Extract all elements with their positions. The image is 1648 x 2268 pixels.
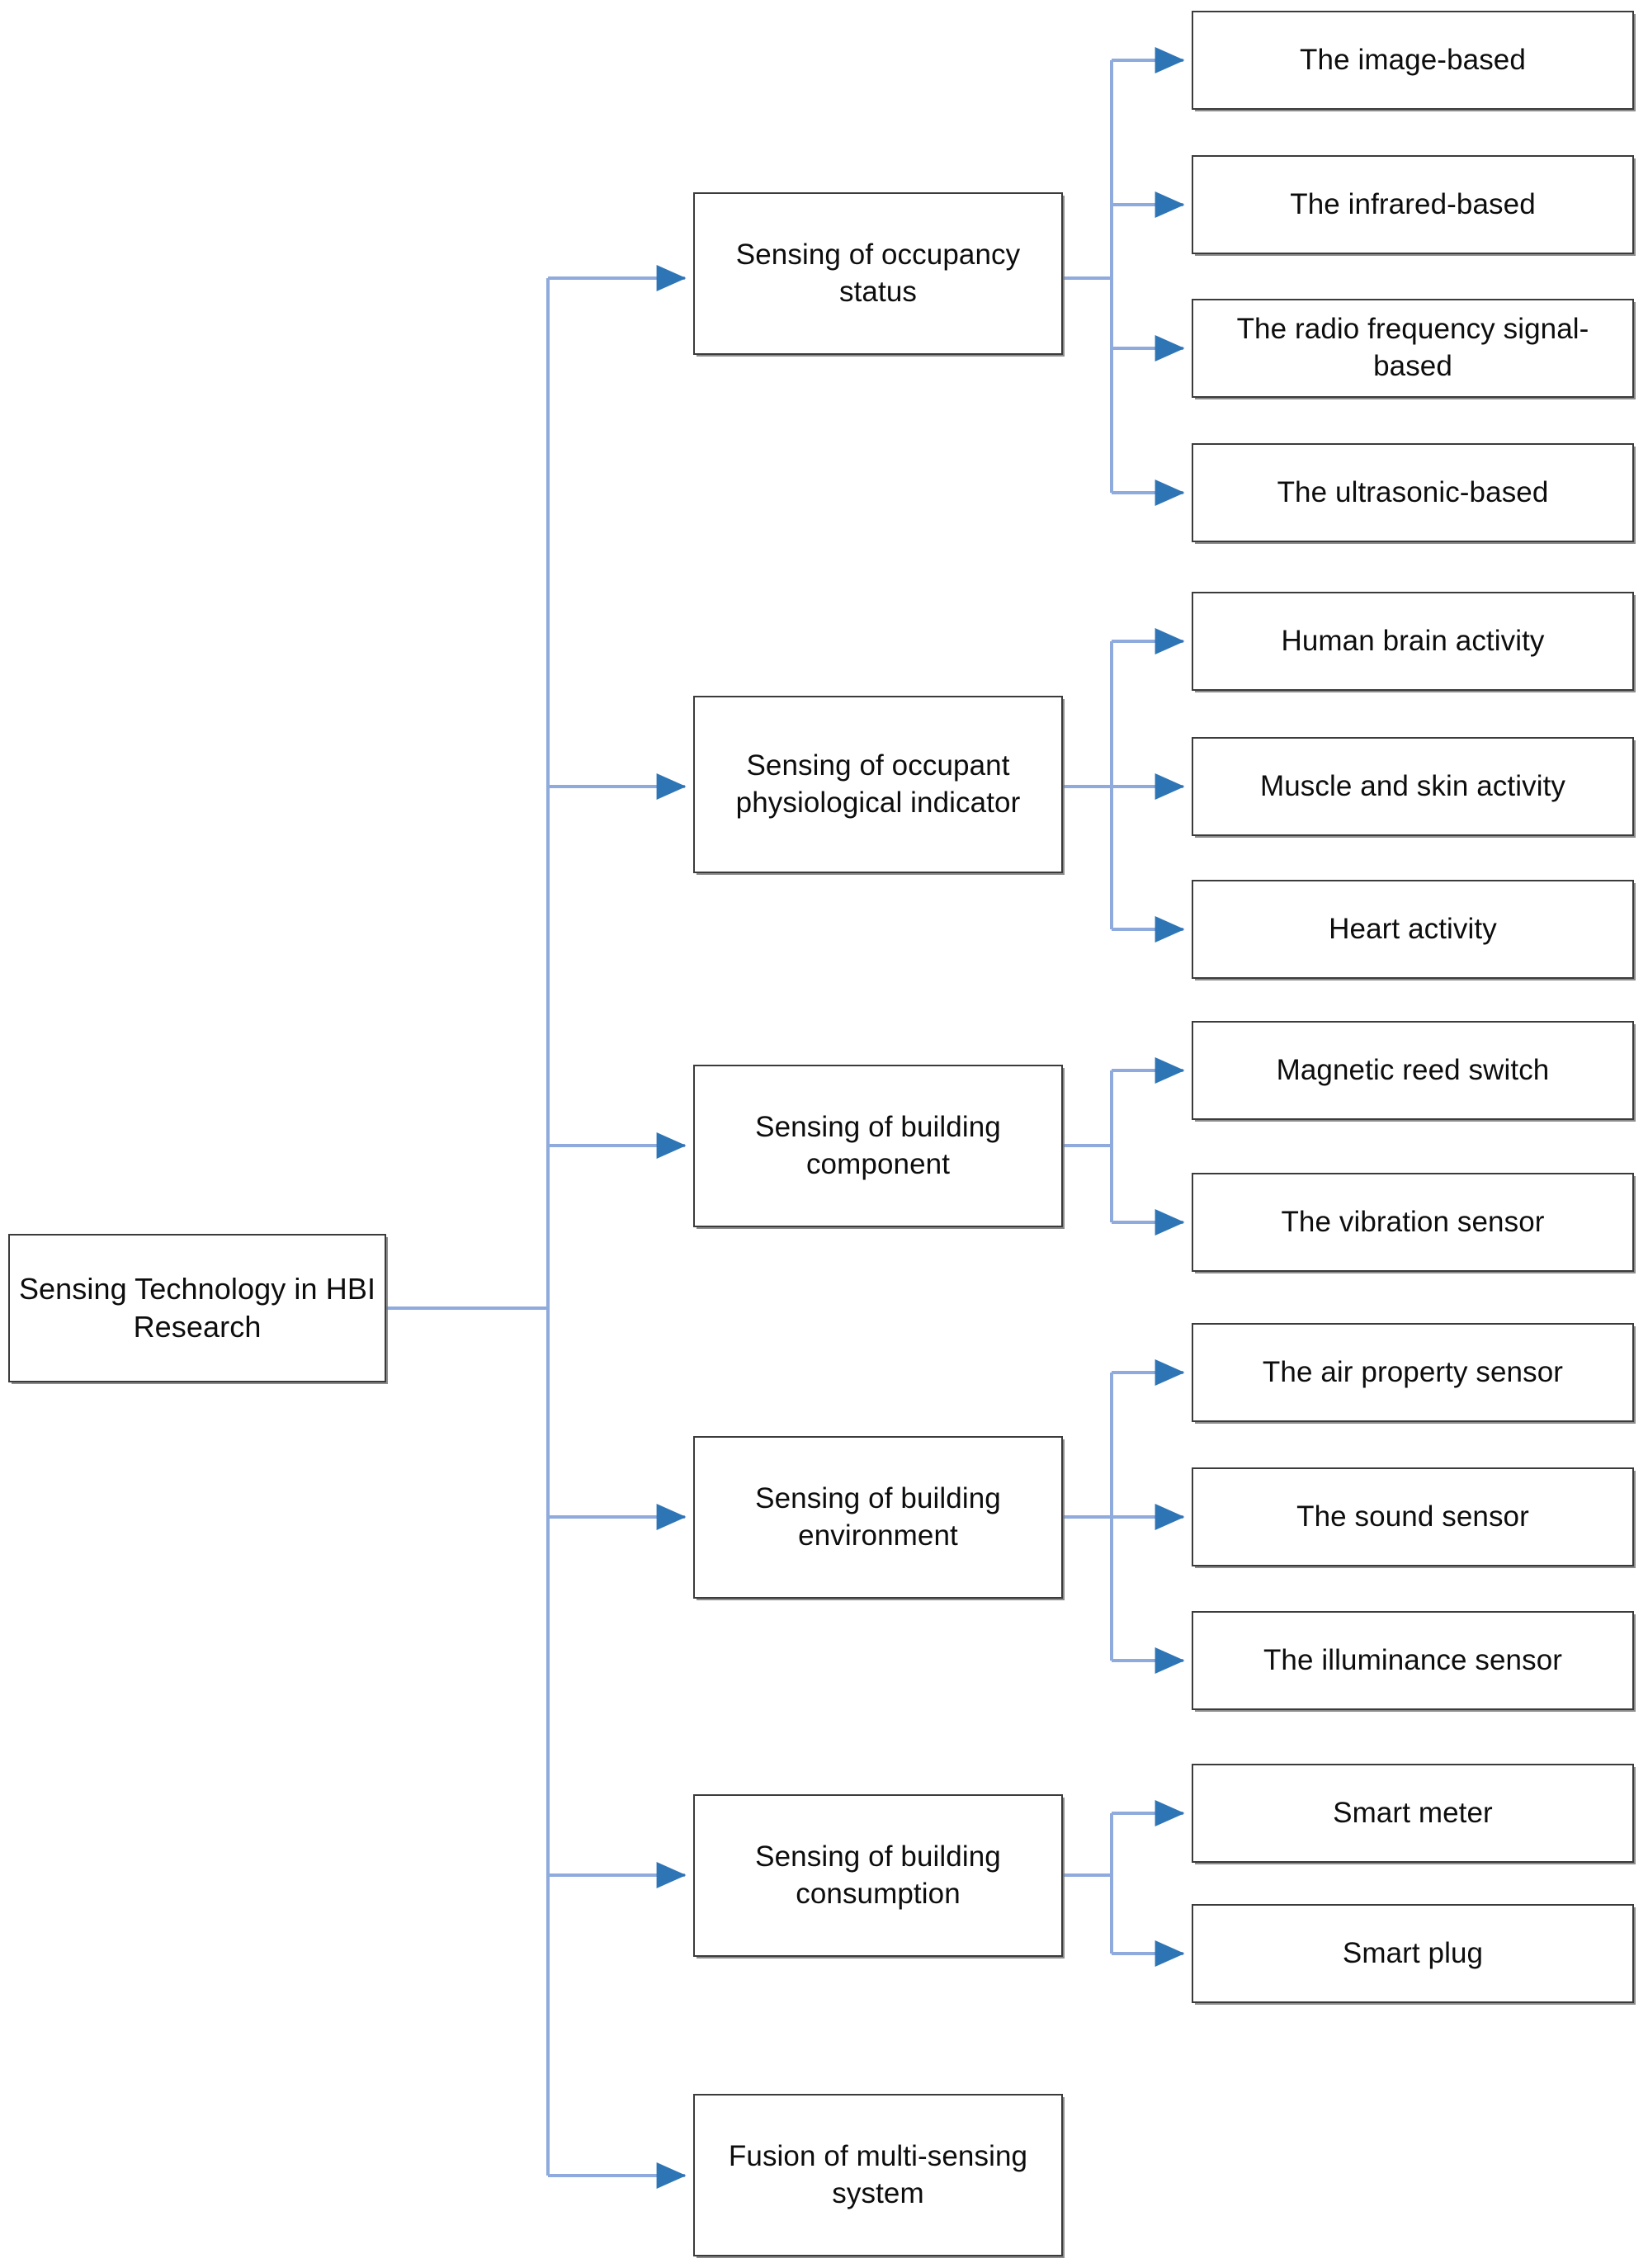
node-label: The sound sensor — [1296, 1500, 1529, 1533]
node-the-image-based[interactable]: The image-based — [1192, 11, 1634, 110]
node-label: Sensing of occupancy status — [735, 238, 1021, 308]
node-label: The air property sensor — [1262, 1355, 1564, 1388]
node-label: Magnetic reed switch — [1276, 1053, 1550, 1086]
node-label: The radio frequency signal-based — [1236, 313, 1589, 382]
node-label: Fusion of multi-sensing system — [728, 2139, 1028, 2209]
node-label: Human brain activity — [1281, 624, 1545, 657]
node-the-radio-frequency-signal-based[interactable]: The radio frequency signal-based — [1192, 299, 1634, 398]
node-magnetic-reed-switch[interactable]: Magnetic reed switch — [1192, 1021, 1634, 1120]
node-muscle-and-skin-activity[interactable]: Muscle and skin activity — [1192, 737, 1634, 836]
node-label: The infrared-based — [1290, 187, 1536, 220]
node-the-air-property-sensor[interactable]: The air property sensor — [1192, 1323, 1634, 1422]
node-label: Sensing of building consumption — [755, 1840, 1001, 1910]
node-label: Smart meter — [1333, 1796, 1493, 1829]
node-smart-meter[interactable]: Smart meter — [1192, 1764, 1634, 1863]
node-human-brain-activity[interactable]: Human brain activity — [1192, 592, 1634, 691]
node-label: The image-based — [1300, 43, 1526, 76]
node-root-label: Sensing Technology in HBI Research — [18, 1271, 376, 1344]
node-the-sound-sensor[interactable]: The sound sensor — [1192, 1467, 1634, 1566]
node-label: Smart plug — [1342, 1936, 1484, 1969]
node-the-infrared-based[interactable]: The infrared-based — [1192, 155, 1634, 254]
node-root[interactable]: Sensing Technology in HBI Research — [8, 1234, 386, 1382]
node-label: Muscle and skin activity — [1259, 769, 1566, 802]
node-the-ultrasonic-based[interactable]: The ultrasonic-based — [1192, 443, 1634, 542]
node-smart-plug[interactable]: Smart plug — [1192, 1904, 1634, 2003]
node-label: The illuminance sensor — [1263, 1643, 1563, 1676]
node-fusion-of-multi-sensing-system[interactable]: Fusion of multi-sensing system — [693, 2094, 1063, 2256]
node-label: The ultrasonic-based — [1277, 475, 1549, 508]
node-label: The vibration sensor — [1281, 1205, 1545, 1238]
node-the-illuminance-sensor[interactable]: The illuminance sensor — [1192, 1611, 1634, 1710]
node-sensing-of-building-environment[interactable]: Sensing of building environment — [693, 1436, 1063, 1599]
node-sensing-of-building-component[interactable]: Sensing of building component — [693, 1065, 1063, 1227]
node-label: Sensing of building environment — [755, 1481, 1001, 1552]
node-sensing-of-building-consumption[interactable]: Sensing of building consumption — [693, 1794, 1063, 1957]
node-label: Heart activity — [1329, 912, 1497, 945]
node-label: Sensing of building component — [755, 1110, 1001, 1180]
node-sensing-of-occupant-physiological-indicator[interactable]: Sensing of occupant physiological indica… — [693, 696, 1063, 873]
node-the-vibration-sensor[interactable]: The vibration sensor — [1192, 1173, 1634, 1272]
node-sensing-of-occupancy-status[interactable]: Sensing of occupancy status — [693, 192, 1063, 355]
node-heart-activity[interactable]: Heart activity — [1192, 880, 1634, 979]
node-label: Sensing of occupant physiological indica… — [735, 749, 1021, 819]
